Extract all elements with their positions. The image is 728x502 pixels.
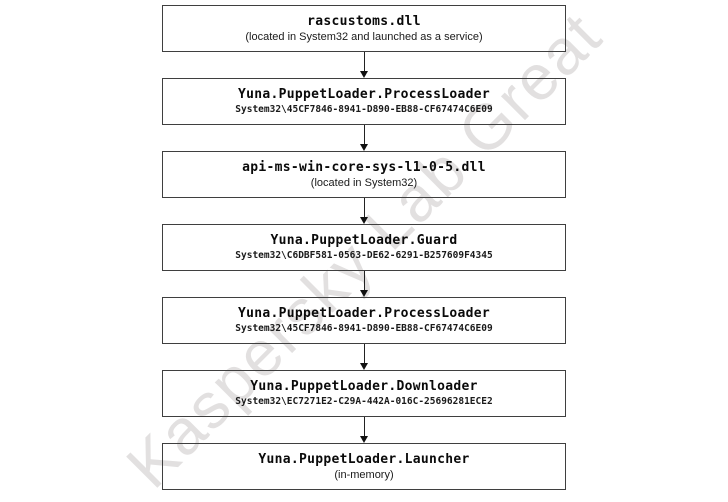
- flow-node: Yuna.PuppetLoader.Downloader System32\EC…: [162, 370, 566, 417]
- flow-arrow: [360, 271, 368, 297]
- node-title: Yuna.PuppetLoader.Launcher: [258, 451, 470, 467]
- flow-arrow: [360, 417, 368, 443]
- arrow-down-icon: [360, 144, 368, 151]
- arrow-line: [363, 271, 365, 291]
- node-title: Yuna.PuppetLoader.Guard: [270, 232, 458, 248]
- node-subtitle: System32\45CF7846-8941-D890-EB88-CF67474…: [235, 103, 493, 115]
- flowchart: rascustoms.dll (located in System32 and …: [162, 5, 566, 490]
- arrow-down-icon: [360, 71, 368, 78]
- flow-node: Yuna.PuppetLoader.ProcessLoader System32…: [162, 297, 566, 344]
- node-subtitle: (located in System32): [310, 176, 418, 189]
- flow-node: rascustoms.dll (located in System32 and …: [162, 5, 566, 52]
- arrow-down-icon: [360, 217, 368, 224]
- flow-node: Yuna.PuppetLoader.Launcher (in-memory): [162, 443, 566, 490]
- arrow-line: [363, 344, 365, 364]
- flow-node: Yuna.PuppetLoader.Guard System32\C6DBF58…: [162, 224, 566, 271]
- flow-arrow: [360, 52, 368, 78]
- flow-node: Yuna.PuppetLoader.ProcessLoader System32…: [162, 78, 566, 125]
- flow-node: api-ms-win-core-sys-l1-0-5.dll (located …: [162, 151, 566, 198]
- node-title: rascustoms.dll: [307, 13, 421, 29]
- flow-arrow: [360, 125, 368, 151]
- arrow-line: [363, 52, 365, 72]
- arrow-line: [363, 417, 365, 437]
- node-title: Yuna.PuppetLoader.Downloader: [250, 378, 478, 394]
- flow-arrow: [360, 198, 368, 224]
- node-subtitle: (located in System32 and launched as a s…: [245, 30, 483, 43]
- arrow-down-icon: [360, 363, 368, 370]
- arrow-line: [363, 125, 365, 145]
- node-subtitle: (in-memory): [334, 468, 394, 481]
- arrow-line: [363, 198, 365, 218]
- arrow-down-icon: [360, 436, 368, 443]
- node-title: api-ms-win-core-sys-l1-0-5.dll: [242, 159, 486, 175]
- arrow-down-icon: [360, 290, 368, 297]
- flow-arrow: [360, 344, 368, 370]
- node-title: Yuna.PuppetLoader.ProcessLoader: [238, 305, 490, 321]
- node-title: Yuna.PuppetLoader.ProcessLoader: [238, 86, 490, 102]
- node-subtitle: System32\45CF7846-8941-D890-EB88-CF67474…: [235, 322, 493, 334]
- node-subtitle: System32\EC7271E2-C29A-442A-016C-2569628…: [235, 395, 493, 407]
- node-subtitle: System32\C6DBF581-0563-DE62-6291-B257609…: [235, 249, 493, 261]
